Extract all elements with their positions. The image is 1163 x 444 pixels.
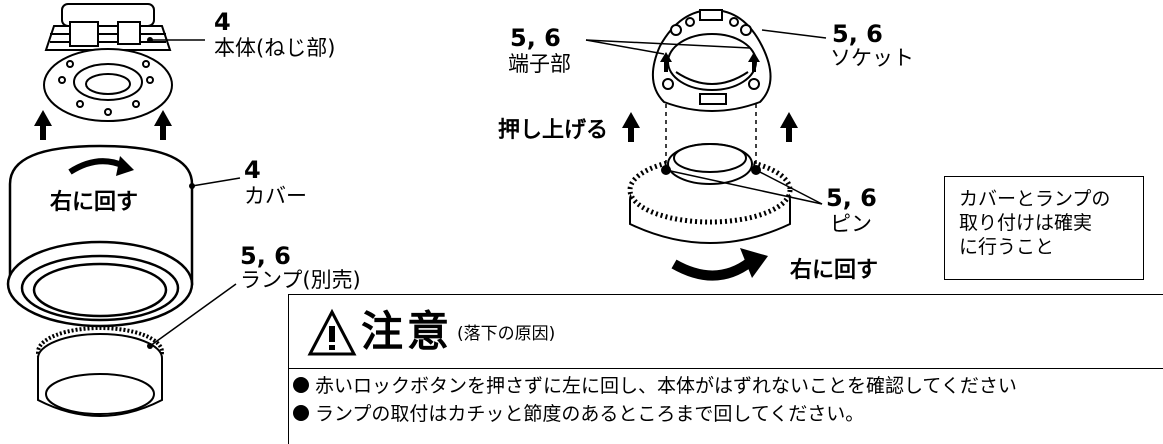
installation-illustration xyxy=(6,3,827,417)
pin-ref-label: ピン xyxy=(830,212,872,236)
note-line: に行うこと xyxy=(959,236,1055,258)
lamp-ref-label: ランプ(別売) xyxy=(240,268,361,292)
caution-item-text: ランプの取付はカチッと節度のあるところまで回してください。 xyxy=(315,403,865,425)
up-arrow-right xyxy=(154,110,172,140)
socket-ref-number: 5, 6 xyxy=(832,20,883,48)
caution-panel: 注意 (落下の原因) 赤いロックボタンを押さずに左に回し、本体がはずれないことを… xyxy=(288,294,1163,444)
terminal-ref-number: 5, 6 xyxy=(510,24,561,52)
body-ref-label: 本体(ねじ部) xyxy=(214,36,336,60)
caution-item-text: 赤いロックボタンを押さずに左に回し、本体がはずれないことを確認してください xyxy=(315,375,1017,397)
rotate-arrow-lamp xyxy=(671,257,754,281)
caution-item: ランプの取付はカチッと節度のあるところまで回してください。 xyxy=(289,401,864,427)
bullet-icon xyxy=(293,405,309,421)
pin-ref-number: 5, 6 xyxy=(826,184,877,212)
caution-subtitle: (落下の原因) xyxy=(457,324,556,344)
push-up-arrow-left xyxy=(622,112,640,142)
socket-drawing xyxy=(652,8,772,112)
up-arrow-left xyxy=(34,110,52,140)
lamp-with-pins-drawing xyxy=(627,143,793,244)
rotate-right-lamp-label: 右に回す xyxy=(790,258,879,283)
cover-ref-number: 4 xyxy=(244,156,261,184)
cover-drawing xyxy=(6,144,194,328)
caution-title: 注意 xyxy=(361,307,454,356)
socket-ref-label: ソケット xyxy=(830,46,914,70)
lamp-ref-number: 5, 6 xyxy=(240,242,291,270)
terminal-ref-label: 端子部 xyxy=(508,52,571,76)
push-up-label: 押し上げる xyxy=(498,118,609,143)
socket-up-arrows xyxy=(660,52,760,72)
lamp-drawing xyxy=(36,326,164,417)
caution-item: 赤いロックボタンを押さずに左に回し、本体がはずれないことを確認してください xyxy=(289,373,1017,399)
cover-ref-label: カバー xyxy=(244,184,307,208)
note-line: カバーとランプの xyxy=(959,188,1111,210)
body-screw-part-drawing xyxy=(43,3,173,122)
note-line: 取り付けは確実 xyxy=(959,212,1093,234)
caution-header: 注意 (落下の原因) xyxy=(289,295,1163,369)
push-up-arrow-right xyxy=(780,112,798,142)
installation-note-box: カバーとランプの 取り付けは確実 に行うこと xyxy=(944,176,1144,280)
rotate-right-cover-label: 右に回す xyxy=(50,190,139,215)
body-ref-number: 4 xyxy=(214,8,231,36)
bullet-icon xyxy=(293,377,309,393)
